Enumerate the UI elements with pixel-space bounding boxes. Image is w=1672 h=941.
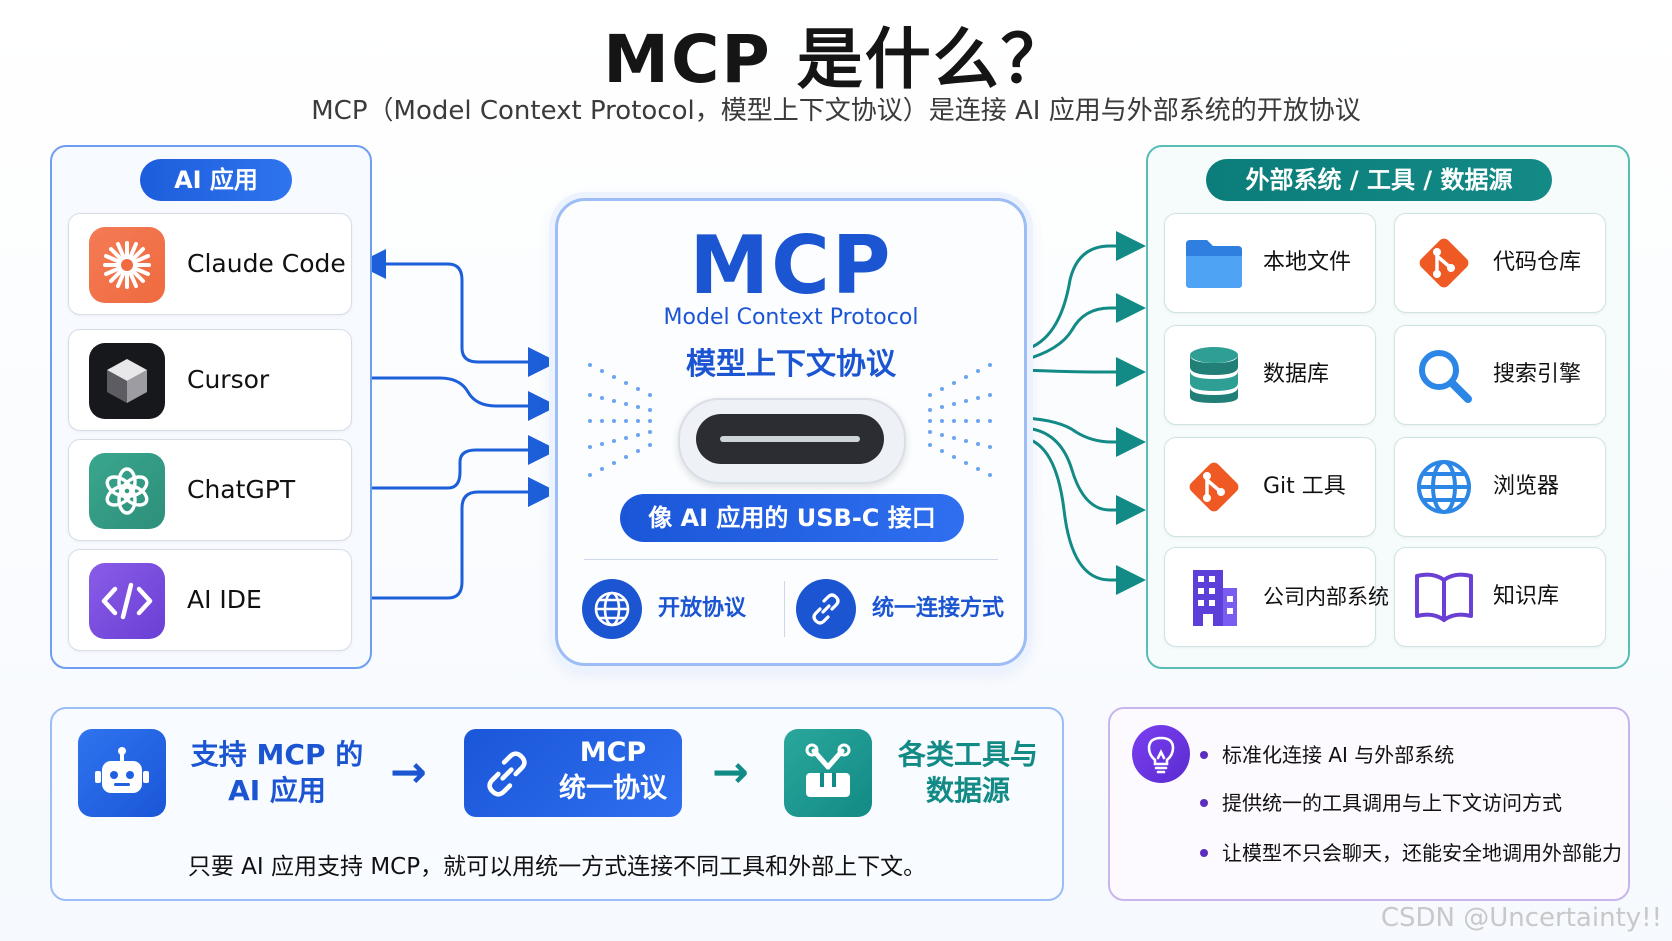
- benefit-item: 让模型不只会聊天，还能安全地调用外部能力: [1200, 837, 1622, 866]
- arrow-right-icon: →: [712, 747, 749, 798]
- signal-dots-right-icon: [928, 363, 992, 477]
- connector-ext-2: [1023, 293, 1146, 362]
- usb-c-label: 像 AI 应用的 USB-C 接口: [620, 494, 964, 542]
- git-icon: [1181, 454, 1247, 520]
- git-repo-icon: [1411, 230, 1477, 296]
- ext-label: 浏览器: [1493, 474, 1560, 499]
- connector-ext-5: [1023, 426, 1146, 525]
- ext-label: 公司内部系统: [1263, 585, 1389, 609]
- ext-label: Git 工具: [1263, 474, 1346, 499]
- robot-icon: [78, 729, 166, 817]
- ext-label: 搜索引擎: [1493, 362, 1582, 387]
- ext-card-code-repo[interactable]: 代码仓库: [1394, 213, 1606, 313]
- ext-card-database[interactable]: 数据库: [1164, 325, 1376, 425]
- ext-card-search-engine[interactable]: 搜索引擎: [1394, 325, 1606, 425]
- benefit-item: 提供统一的工具调用与上下文访问方式: [1200, 787, 1562, 816]
- connector-ext-4: [1023, 416, 1146, 457]
- flow-caption: 只要 AI 应用支持 MCP，就可以用统一方式连接不同工具和外部上下文。: [187, 854, 927, 880]
- cursor-icon: [89, 343, 165, 419]
- globe-icon: [582, 579, 642, 639]
- connector-cursor: [366, 376, 558, 421]
- ai-apps-panel: AI 应用 Claude Code Cursor: [50, 145, 372, 669]
- feature-unified-connection: 统一连接方式: [872, 596, 1005, 621]
- watermark: CSDN @Uncertainty!!: [1380, 903, 1662, 933]
- feature-open-protocol: 开放协议: [658, 596, 747, 621]
- ai-apps-header: AI 应用: [140, 159, 292, 201]
- feature-separator: [784, 581, 785, 637]
- browser-globe-icon: [1411, 454, 1477, 520]
- database-icon: [1181, 342, 1247, 408]
- connector-claude: [356, 249, 558, 377]
- divider: [584, 559, 998, 560]
- mcp-chinese-name: 模型上下文协议: [686, 347, 896, 382]
- connector-ext-3: [1023, 357, 1146, 387]
- page-subtitle: MCP（Model Context Protocol，模型上下文协议）是连接 A…: [311, 96, 1361, 126]
- benefits-panel: 标准化连接 AI 与外部系统 提供统一的工具调用与上下文访问方式 让模型不只会聊…: [1108, 707, 1630, 901]
- flow-step-tools: 各类工具与数据源: [897, 738, 1038, 807]
- ext-card-local-files[interactable]: 本地文件: [1164, 213, 1376, 313]
- signal-dots-left-icon: [588, 363, 652, 477]
- mcp-title: MCP: [689, 219, 893, 312]
- mcp-center-box: MCP Model Context Protocol 模型上下文协议 像 AI …: [555, 198, 1027, 666]
- benefit-item: 标准化连接 AI 与外部系统: [1200, 739, 1454, 768]
- app-label: Claude Code: [187, 249, 346, 278]
- building-icon: [1181, 564, 1247, 630]
- app-card-claude-code[interactable]: Claude Code: [68, 213, 352, 315]
- ext-card-knowledge-base[interactable]: 知识库: [1394, 547, 1606, 647]
- mcp-english-name: Model Context Protocol: [663, 305, 919, 330]
- folder-icon: [1181, 230, 1247, 296]
- chatgpt-icon: [89, 453, 165, 529]
- link-icon: [478, 745, 536, 807]
- usb-c-connector-icon: [678, 398, 906, 484]
- ext-card-git-tool[interactable]: Git 工具: [1164, 437, 1376, 537]
- ext-card-internal-systems[interactable]: 公司内部系统: [1164, 547, 1389, 647]
- search-icon: [1411, 342, 1477, 408]
- toolbox-icon: [784, 729, 872, 817]
- ext-label: 本地文件: [1263, 250, 1352, 275]
- connector-ext-6: [1023, 436, 1146, 595]
- ext-label: 数据库: [1263, 362, 1330, 387]
- connector-aiide: [366, 477, 558, 600]
- page-title: MCP 是什么？: [603, 21, 1069, 98]
- link-icon: [796, 579, 856, 639]
- ext-label: 代码仓库: [1493, 250, 1582, 275]
- claude-icon: [89, 227, 165, 303]
- lightbulb-icon: [1132, 725, 1190, 783]
- app-label: ChatGPT: [187, 475, 296, 504]
- external-systems-header: 外部系统 / 工具 / 数据源: [1206, 159, 1552, 201]
- app-card-cursor[interactable]: Cursor: [68, 329, 352, 431]
- app-card-ai-ide[interactable]: AI IDE: [68, 549, 352, 651]
- connector-ext-1: [1023, 231, 1146, 352]
- app-label: AI IDE: [187, 585, 262, 614]
- app-card-chatgpt[interactable]: ChatGPT: [68, 439, 352, 541]
- book-icon: [1411, 564, 1477, 630]
- code-icon: [89, 563, 165, 639]
- arrow-right-icon: →: [390, 747, 427, 798]
- external-systems-panel: 外部系统 / 工具 / 数据源 本地文件 代码仓库 数据库: [1146, 145, 1630, 669]
- connector-chatgpt: [366, 435, 558, 490]
- ext-label: 知识库: [1493, 584, 1560, 609]
- ext-card-browser[interactable]: 浏览器: [1394, 437, 1606, 537]
- app-label: Cursor: [187, 365, 270, 394]
